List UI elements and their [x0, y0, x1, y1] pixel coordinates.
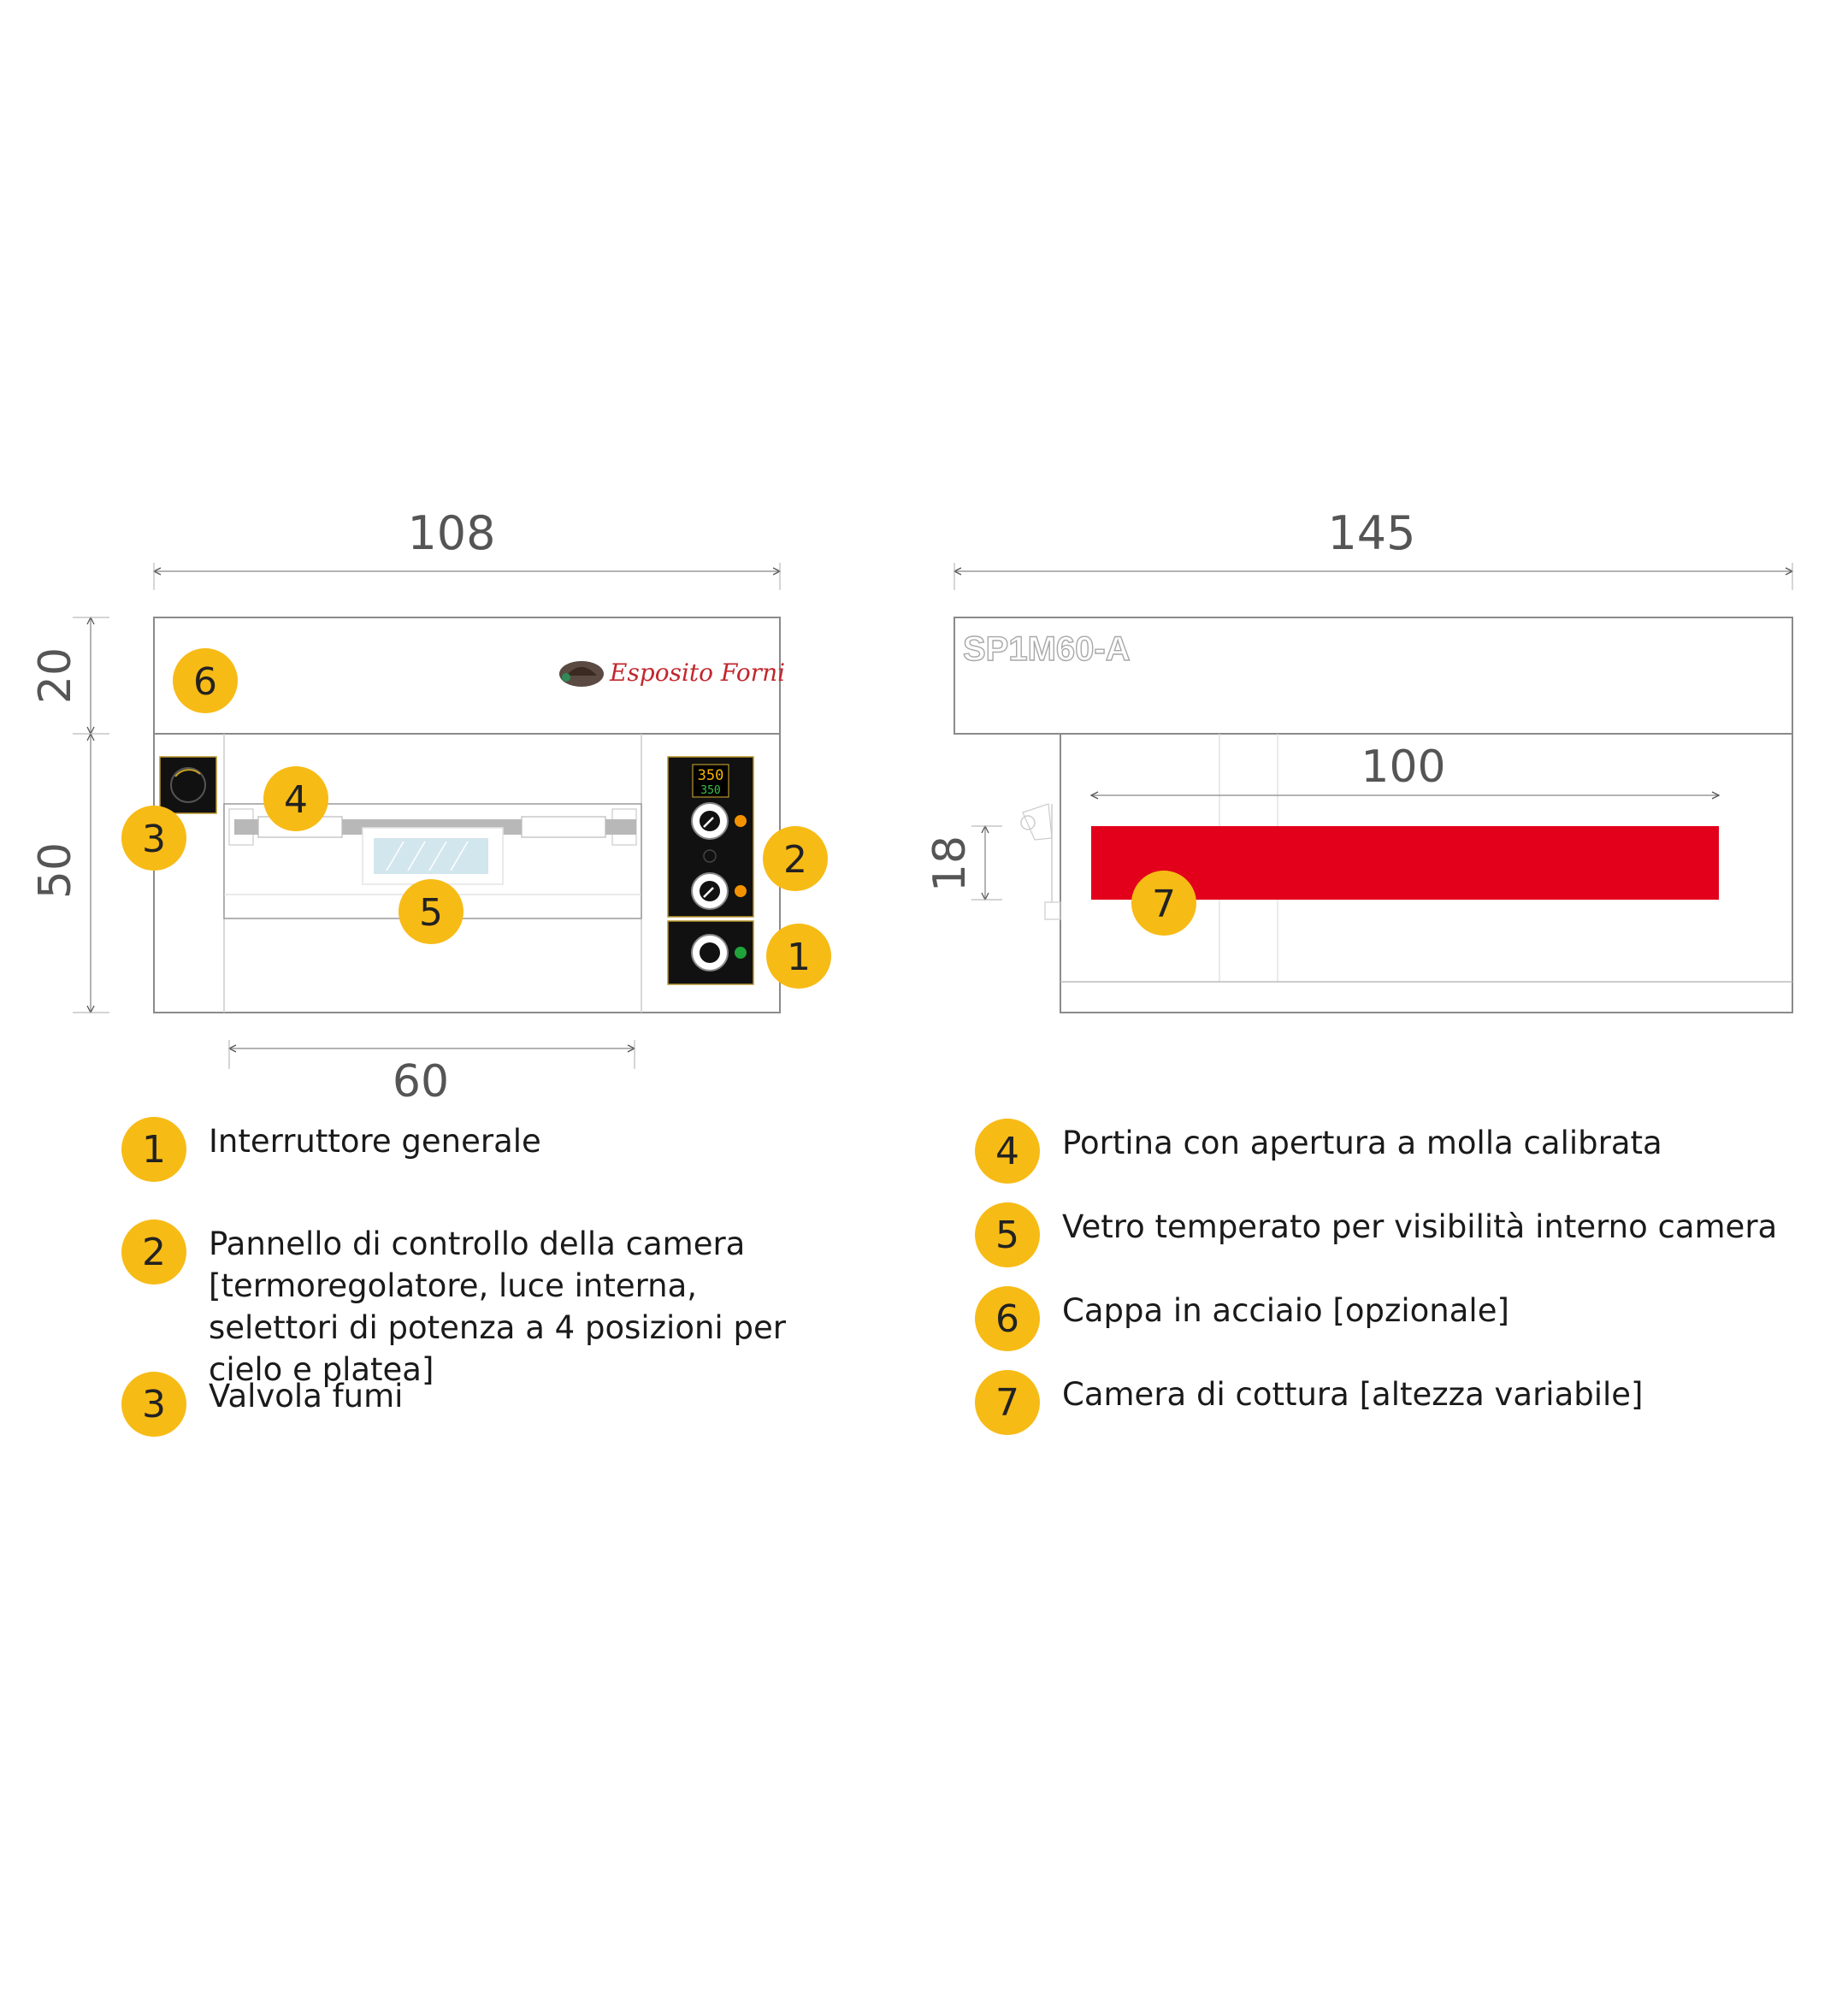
floor-indicator-light	[735, 885, 747, 897]
control-panel: 350 350	[667, 756, 754, 918]
legend-badge-7: 7	[975, 1370, 1040, 1435]
legend-text-1: Interruttore generale	[209, 1123, 541, 1160]
badge-3: 3	[121, 806, 186, 871]
legend-item-2: 2 Pannello di controllo della camera [te…	[121, 1220, 831, 1391]
tempered-glass-window	[362, 827, 504, 885]
ceiling-indicator-light	[735, 815, 747, 827]
legend-text-7: Camera di cottura [altezza variabile]	[1062, 1376, 1644, 1413]
legend-item-4: 4 Portina con apertura a molla calibrata	[975, 1119, 1830, 1184]
svg-text:3: 3	[142, 818, 166, 861]
dimension-label-108: 108	[407, 506, 495, 560]
badge-4: 4	[263, 766, 328, 831]
legend-item-7: 7 Camera di cottura [altezza variabile]	[975, 1370, 1830, 1435]
legend-badge-2: 2	[121, 1220, 186, 1285]
dimension-inner-depth: 100	[1091, 741, 1719, 795]
svg-text:5: 5	[419, 891, 443, 935]
legend-text-6: Cappa in acciaio [opzionale]	[1062, 1292, 1509, 1329]
side-hood	[954, 617, 1793, 735]
main-switch-panel	[667, 920, 754, 985]
side-view: 145 SP1M60-A 18 100	[924, 506, 1793, 1013]
legend-text-4: Portina con apertura a molla calibrata	[1062, 1125, 1662, 1161]
svg-text:2: 2	[783, 838, 807, 882]
dimension-label-50: 50	[30, 842, 81, 899]
side-door-profile	[1020, 803, 1061, 920]
legend-item-1: 1 Interruttore generale	[121, 1117, 823, 1182]
brand-logo-text: Esposito Forni	[609, 659, 785, 687]
badge-5: 5	[399, 879, 463, 944]
legend-badge-3: 3	[121, 1372, 186, 1437]
legend-text-5: Vetro temperato per visibilità interno c…	[1062, 1208, 1778, 1245]
dimension-label-100: 100	[1361, 741, 1445, 793]
front-view: 108 20 50 Esposito Forni	[30, 506, 785, 1107]
legend-text-2: Pannello di controllo della camera [term…	[209, 1225, 786, 1388]
brand-logo: Esposito Forni	[559, 659, 785, 687]
thermostat-display-setpoint: 350	[700, 784, 720, 797]
legend-item-6: 6 Cappa in acciaio [opzionale]	[975, 1286, 1830, 1351]
cooking-chamber	[1091, 826, 1719, 900]
light-button	[703, 849, 717, 863]
svg-text:4: 4	[284, 778, 308, 822]
badge-6: 6	[173, 648, 238, 713]
badge-1: 1	[766, 924, 831, 989]
callout-badges: 6 3 4 5 2 1 7	[121, 648, 1196, 989]
oven-door	[223, 803, 642, 919]
legend-badge-4: 4	[975, 1119, 1040, 1184]
legend-badge-6: 6	[975, 1286, 1040, 1351]
legend-badge-1: 1	[121, 1117, 186, 1182]
smoke-valve	[159, 756, 217, 814]
dimension-front-width: 108	[154, 506, 780, 590]
thermostat-display-value: 350	[698, 767, 724, 784]
main-switch-indicator-light	[735, 947, 747, 959]
legend-item-5: 5 Vetro temperato per visibilità interno…	[975, 1202, 1830, 1267]
dimension-label-18: 18	[924, 836, 976, 892]
svg-text:6: 6	[193, 660, 217, 704]
badge-2: 2	[763, 826, 828, 891]
dimension-label-60: 60	[393, 1056, 449, 1107]
dimension-label-20: 20	[30, 647, 81, 704]
dimension-label-145: 145	[1327, 506, 1415, 560]
badge-7: 7	[1131, 871, 1196, 936]
dimension-front-heights: 20 50	[30, 617, 109, 1013]
legend-text-3: Valvola fumi	[209, 1378, 404, 1414]
svg-text:1: 1	[787, 936, 811, 979]
dimension-side-depth: 145	[954, 506, 1792, 590]
dimension-chamber-height: 18	[924, 826, 1002, 900]
model-code: SP1M60-A	[963, 630, 1131, 668]
steel-hood	[153, 617, 781, 735]
legend-item-3: 3 Valvola fumi	[121, 1372, 823, 1437]
legend-badge-5: 5	[975, 1202, 1040, 1267]
dimension-chamber-width: 60	[229, 1040, 635, 1107]
svg-text:7: 7	[1152, 883, 1176, 926]
